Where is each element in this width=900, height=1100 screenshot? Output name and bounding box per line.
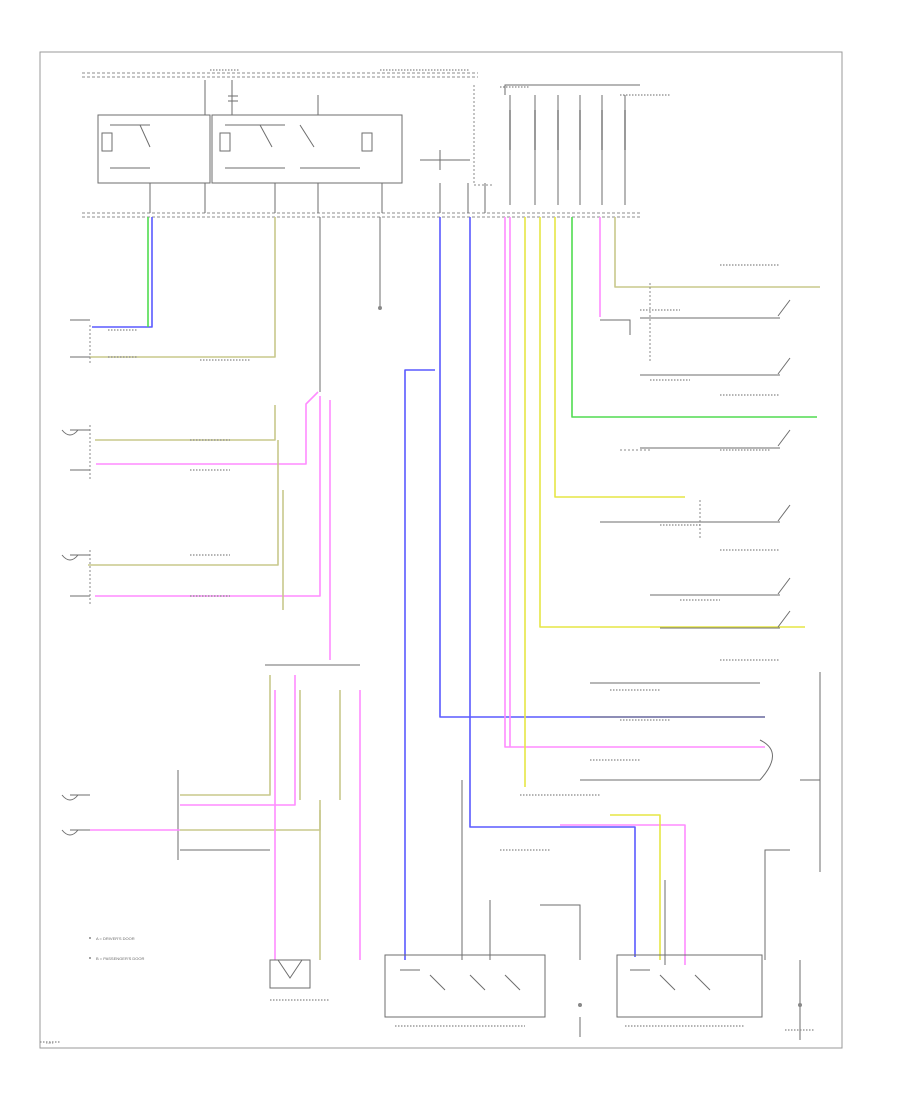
lower-left-wiring: [90, 664, 361, 989]
label-clusters: [40, 69, 815, 1043]
fuse-block: [82, 72, 478, 184]
main-wiring: [404, 217, 820, 1040]
left-wiring: [88, 217, 382, 660]
legend-item-a: A = DRIVER'S DOOR: [96, 936, 135, 941]
module-connector: [473, 84, 640, 205]
legend-item-b: B = PASSENGER'S DOOR: [96, 956, 144, 961]
left-door-components: [61, 319, 91, 836]
passengers-window-switch: [616, 954, 763, 1018]
right-switches: [580, 283, 821, 872]
legend: A = DRIVER'S DOOR B = PASSENGER'S DOOR: [89, 936, 144, 961]
bottom-modules: [384, 954, 802, 1037]
page-number: 1 of 1: [46, 1041, 54, 1045]
diagram-frame: [39, 51, 843, 1049]
drivers-window-switch: [384, 954, 546, 1018]
